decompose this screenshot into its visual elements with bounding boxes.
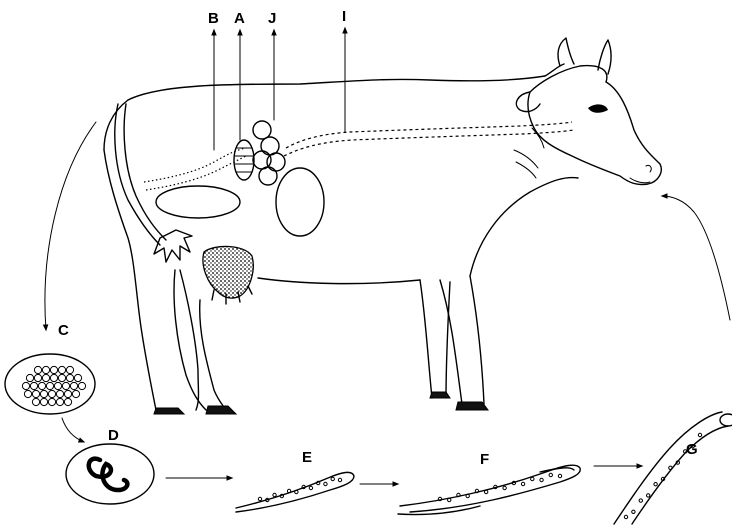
label-d: D — [108, 427, 119, 444]
egg — [30, 382, 37, 389]
cow-hooves — [154, 392, 488, 414]
egg — [50, 366, 57, 373]
internal-organs — [144, 121, 574, 236]
larva-granule — [338, 478, 341, 481]
label-i: I — [342, 8, 346, 25]
egg-mass — [5, 354, 95, 414]
egg — [56, 398, 63, 405]
egg — [64, 390, 71, 397]
egg — [72, 390, 79, 397]
egg — [62, 382, 69, 389]
egg — [66, 374, 73, 381]
egg — [66, 366, 73, 373]
egg — [54, 382, 61, 389]
egg — [48, 398, 55, 405]
embryonated-egg — [66, 444, 154, 504]
egg — [32, 390, 39, 397]
larva-granule — [632, 510, 635, 513]
egg — [34, 366, 41, 373]
label-f: F — [480, 451, 489, 468]
organ-pointers — [214, 28, 345, 150]
larva-granule — [647, 494, 650, 497]
larva-granule — [258, 497, 261, 500]
egg — [58, 366, 65, 373]
egg — [74, 374, 81, 381]
larva-granule — [503, 486, 506, 489]
egg — [40, 398, 47, 405]
larva-granule — [669, 466, 672, 469]
larva-granule — [698, 433, 701, 436]
label-g: G — [686, 441, 698, 458]
larva-granule — [654, 483, 657, 486]
egg — [22, 382, 29, 389]
egg — [24, 390, 31, 397]
label-b: B — [208, 10, 219, 27]
label-j: J — [268, 10, 276, 27]
larva-stage-g — [614, 412, 732, 524]
egg — [38, 382, 45, 389]
larva-stage-f — [398, 465, 580, 514]
larva-granule — [521, 482, 524, 485]
label-c: C — [58, 322, 69, 339]
larva-granule — [639, 499, 642, 502]
larva-granule — [309, 486, 312, 489]
egg — [58, 374, 65, 381]
egg — [56, 390, 63, 397]
egg — [70, 382, 77, 389]
larva-granule — [624, 515, 627, 518]
larva-granule — [540, 478, 543, 481]
egg — [50, 374, 57, 381]
egg — [78, 382, 85, 389]
larva-granule — [331, 477, 334, 480]
egg — [40, 390, 47, 397]
larva-granule — [549, 473, 552, 476]
egg — [34, 374, 41, 381]
larva-granule — [531, 477, 534, 480]
cow-outline — [104, 38, 661, 410]
egg — [46, 382, 53, 389]
egg — [26, 374, 33, 381]
egg — [42, 366, 49, 373]
larva-stage-e — [236, 472, 354, 512]
egg — [64, 398, 71, 405]
label-e: E — [302, 449, 312, 466]
larva-granule — [273, 493, 276, 496]
lifecycle-arrows — [45, 122, 730, 484]
larva-granule — [324, 482, 327, 485]
larva-granule — [558, 474, 561, 477]
egg — [32, 398, 39, 405]
label-a: A — [234, 10, 245, 27]
egg — [48, 390, 55, 397]
egg — [42, 374, 49, 381]
